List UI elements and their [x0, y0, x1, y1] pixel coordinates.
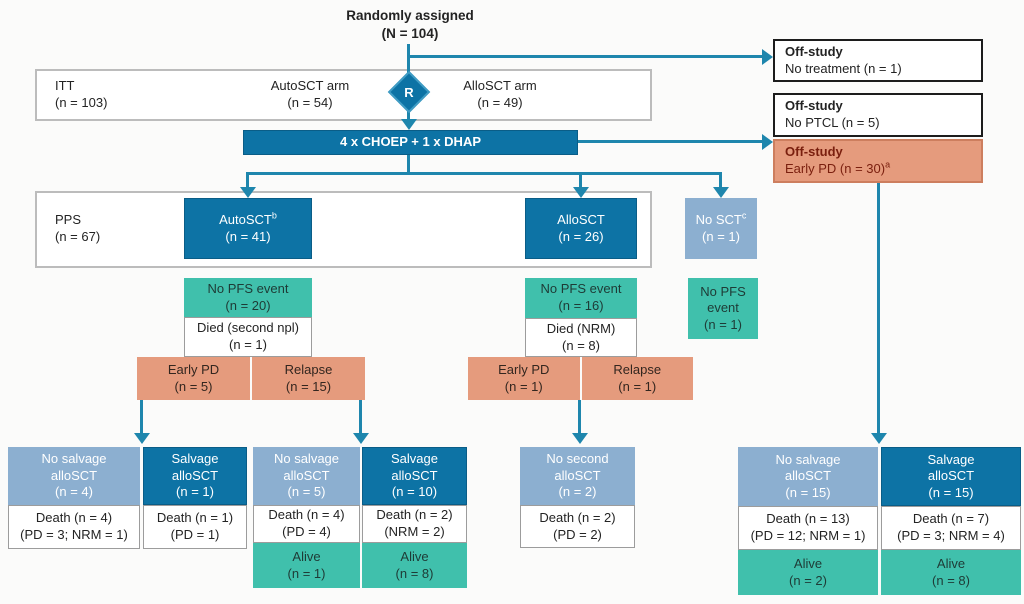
- allo-early-pd-box: Early PD (n = 1): [468, 357, 580, 400]
- arrowhead-down-icon: [713, 187, 729, 198]
- auto-earlypd-salvage-header: Salvage alloSCT (n = 1): [143, 447, 247, 505]
- offstudy-no-ptcl-box: Off-study No PTCL (n = 5): [773, 93, 983, 137]
- auto-earlypd-salvage-death: Death (n = 1) (PD = 1): [143, 505, 247, 549]
- auto-relapse-no-salvage-death: Death (n = 4) (PD = 4): [253, 505, 360, 543]
- off-earlypd-salvage-header: Salvage alloSCT (n = 15): [881, 447, 1021, 506]
- connector-line: [579, 174, 582, 187]
- connector-line: [407, 44, 410, 78]
- itt-container: [35, 69, 652, 121]
- arrowhead-down-icon: [240, 187, 256, 198]
- allo-pfs-events-row: Early PD (n = 1) Relapse (n = 1): [468, 357, 693, 400]
- arrowhead-down-icon: [353, 433, 369, 444]
- randomization-r-label: R: [404, 84, 414, 100]
- connector-line: [578, 140, 762, 143]
- randomly-assigned-label: Randomly assigned (N = 104): [346, 8, 474, 41]
- itt-label: ITT (n = 103): [55, 78, 108, 110]
- connector-line: [407, 155, 410, 175]
- allo-no-pfs-event-box: No PFS event (n = 16): [525, 278, 637, 318]
- arrowhead-down-icon: [401, 119, 417, 130]
- no-sct-box: No SCTc (n = 1): [685, 198, 757, 259]
- offstudy-early-pd-box: Off-study Early PD (n = 30)a: [773, 139, 983, 183]
- off-earlypd-no-salvage-alive: Alive (n = 2): [738, 550, 878, 595]
- off-earlypd-no-salvage-death: Death (n = 13) (PD = 12; NRM = 1): [738, 506, 878, 550]
- connector-line: [246, 174, 249, 187]
- connector-line: [140, 400, 143, 434]
- allo-died-box: Died (NRM) (n = 8): [525, 318, 637, 357]
- arrowhead-down-icon: [573, 187, 589, 198]
- allo-no-second-death: Death (n = 2) (PD = 2): [520, 505, 635, 548]
- offstudy-no-treatment-box: Off-study No treatment (n = 1): [773, 39, 983, 82]
- autosct-arm-label: AutoSCT arm (n = 54): [270, 78, 350, 110]
- connector-line: [246, 172, 722, 175]
- arrowhead-down-icon: [572, 433, 588, 444]
- auto-earlypd-no-salvage-death: Death (n = 4) (PD = 3; NRM = 1): [8, 505, 140, 549]
- allo-no-second-header: No second alloSCT (n = 2): [520, 447, 635, 505]
- off-earlypd-salvage-death: Death (n = 7) (PD = 3; NRM = 4): [881, 506, 1021, 550]
- auto-pfs-events-row: Early PD (n = 5) Relapse (n = 15): [137, 357, 365, 400]
- off-earlypd-no-salvage-header: No salvage alloSCT (n = 15): [738, 447, 878, 506]
- connector-line: [719, 174, 722, 187]
- off-earlypd-salvage-alive: Alive (n = 8): [881, 550, 1021, 595]
- auto-relapse-box: Relapse (n = 15): [252, 357, 365, 400]
- auto-early-pd-box: Early PD (n = 5): [137, 357, 250, 400]
- connector-line: [877, 183, 880, 434]
- auto-died-box: Died (second npl) (n = 1): [184, 317, 312, 357]
- auto-no-pfs-event-box: No PFS event (n = 20): [184, 278, 312, 317]
- allosct-box: AlloSCT (n = 26): [525, 198, 637, 259]
- connector-line: [578, 400, 581, 434]
- connector-line: [359, 400, 362, 434]
- arrowhead-down-icon: [871, 433, 887, 444]
- pps-label: PPS (n = 67): [55, 212, 101, 244]
- auto-earlypd-no-salvage-header: No salvage alloSCT (n = 4): [8, 447, 140, 505]
- auto-relapse-salvage-death: Death (n = 2) (NRM = 2): [362, 505, 467, 543]
- arrowhead-right-icon: [762, 49, 773, 65]
- nosct-no-pfs-event-box: No PFS event (n = 1): [688, 278, 758, 339]
- arrowhead-right-icon: [762, 134, 773, 150]
- chemo-bar: 4 x CHOEP + 1 x DHAP: [243, 130, 578, 155]
- auto-relapse-salvage-alive: Alive (n = 8): [362, 543, 467, 588]
- auto-relapse-no-salvage-alive: Alive (n = 1): [253, 543, 360, 588]
- allosct-arm-label: AlloSCT arm (n = 49): [463, 78, 537, 110]
- auto-relapse-no-salvage-header: No salvage alloSCT (n = 5): [253, 447, 360, 505]
- allo-relapse-box: Relapse (n = 1): [581, 357, 693, 400]
- connector-line: [409, 55, 762, 58]
- autosct-box: AutoSCTb (n = 41): [184, 198, 312, 259]
- arrowhead-down-icon: [134, 433, 150, 444]
- auto-relapse-salvage-header: Salvage alloSCT (n = 10): [362, 447, 467, 505]
